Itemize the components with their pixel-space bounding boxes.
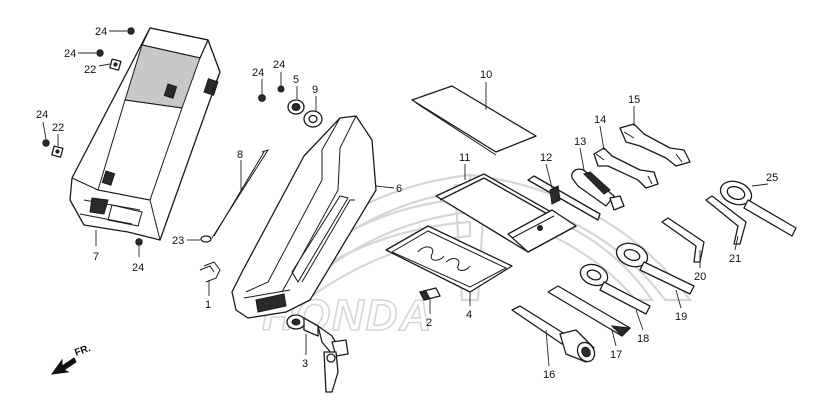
- callout-25: 25: [766, 172, 778, 184]
- callout-24: 24: [36, 109, 48, 121]
- callout-24: 24: [273, 59, 285, 71]
- callout-16: 16: [543, 369, 555, 381]
- spanner-18: [579, 263, 651, 315]
- callout-1: 1: [205, 299, 211, 311]
- callout-14: 14: [594, 114, 606, 126]
- screwdriver-bit-12: [527, 175, 601, 221]
- callout-24: 24: [95, 26, 107, 38]
- callout-22: 22: [52, 122, 64, 134]
- washer-9: [303, 110, 323, 128]
- callout-3: 3: [302, 358, 308, 370]
- callout-21: 21: [729, 253, 741, 265]
- callout-24: 24: [64, 48, 76, 60]
- hex-wrench-21: [705, 195, 747, 245]
- callout-12: 12: [540, 152, 552, 164]
- callout-17: 17: [610, 349, 622, 361]
- rod-8: [211, 149, 270, 239]
- callout-9: 9: [312, 84, 318, 96]
- screw-24-left: [42, 139, 50, 147]
- callout-23: 23: [172, 235, 184, 247]
- hex-wrench-20: [661, 217, 705, 263]
- screwdriver-handle-13: [571, 168, 625, 211]
- wrench-14: [593, 147, 659, 189]
- leader-lines: [42, 30, 769, 367]
- plug-wrench-16: [511, 305, 596, 363]
- callout-labels: 24 24 22 24 22 7 24 24 24 5 9 8 23 1 6 3…: [36, 26, 778, 381]
- hook-1: [199, 261, 221, 283]
- callout-15: 15: [628, 94, 640, 106]
- owners-manual-10: [411, 85, 537, 156]
- callout-19: 19: [675, 311, 687, 323]
- front-label: FR.: [73, 343, 92, 359]
- callout-7: 7: [93, 251, 99, 263]
- rear-cowl-6: [231, 115, 377, 319]
- clip-2: [419, 287, 441, 301]
- wrench-15: [619, 123, 691, 167]
- callout-2: 2: [426, 317, 432, 329]
- callout-13: 13: [574, 136, 586, 148]
- callout-20: 20: [694, 271, 706, 283]
- callout-10: 10: [480, 69, 492, 81]
- screw-24-handle-top: [277, 85, 285, 93]
- callout-8: 8: [237, 149, 243, 161]
- front-direction-indicator: FR.: [50, 343, 92, 375]
- clip-22-top: [109, 58, 122, 71]
- ring-wrench-25: [719, 180, 797, 237]
- screw-24-handle-left: [258, 94, 266, 102]
- screw-24-mid: [96, 49, 104, 57]
- extension-bar-17: [547, 285, 632, 337]
- screw-24-bottom: [135, 238, 143, 246]
- front-arrow-icon: [50, 357, 77, 375]
- tool-bag-11: [435, 173, 577, 253]
- callout-11: 11: [459, 152, 470, 164]
- clip-22-left: [51, 145, 64, 158]
- storage-box-7: [69, 27, 221, 241]
- key-lock-3: [286, 314, 349, 393]
- document-pouch-4: [385, 225, 513, 293]
- callout-18: 18: [637, 333, 649, 345]
- callout-5: 5: [293, 74, 299, 86]
- callout-24: 24: [132, 262, 144, 274]
- callout-6: 6: [396, 183, 402, 195]
- screw-24-top: [127, 27, 135, 35]
- grommet-23: [200, 235, 212, 243]
- grommet-5: [287, 99, 305, 115]
- callout-4: 4: [466, 309, 472, 321]
- callout-22: 22: [84, 64, 96, 76]
- callout-24: 24: [252, 67, 264, 79]
- spanner-19: [615, 242, 695, 295]
